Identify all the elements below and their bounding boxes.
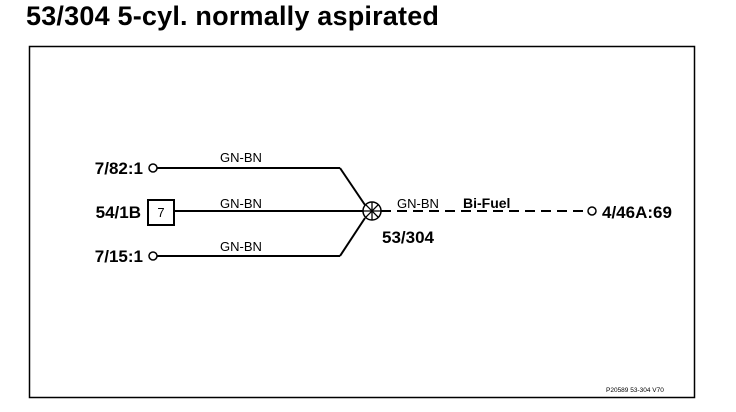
connector-label-top: 7/82:1 — [95, 159, 143, 178]
wire-color-bottom: GN-BN — [220, 239, 262, 254]
connector-label-bottom: 7/15:1 — [95, 247, 143, 266]
connector-box-number: 7 — [157, 205, 164, 220]
connector-pin-bottom — [148, 251, 158, 261]
splice-icon — [362, 201, 382, 221]
diagram-title: 53/304 5-cyl. normally aspirated — [26, 1, 440, 31]
connector-pin-top — [148, 163, 158, 173]
connector-label-middle: 54/1B — [96, 203, 141, 222]
option-label: Bi-Fuel — [463, 195, 510, 211]
connector-label-right: 4/46A:69 — [602, 203, 672, 222]
splice-label: 53/304 — [382, 228, 435, 247]
wire-color-middle: GN-BN — [220, 196, 262, 211]
connector-pin-right — [587, 206, 597, 216]
wire-color-right: GN-BN — [397, 196, 439, 211]
wire-bottom-bend — [339, 217, 366, 257]
diagram-frame — [28, 45, 696, 399]
reference-code: P20589 53-304 V70 — [606, 387, 664, 394]
connector-box — [147, 199, 175, 226]
wire-color-top: GN-BN — [220, 150, 262, 165]
wire-top-bend — [339, 167, 366, 206]
